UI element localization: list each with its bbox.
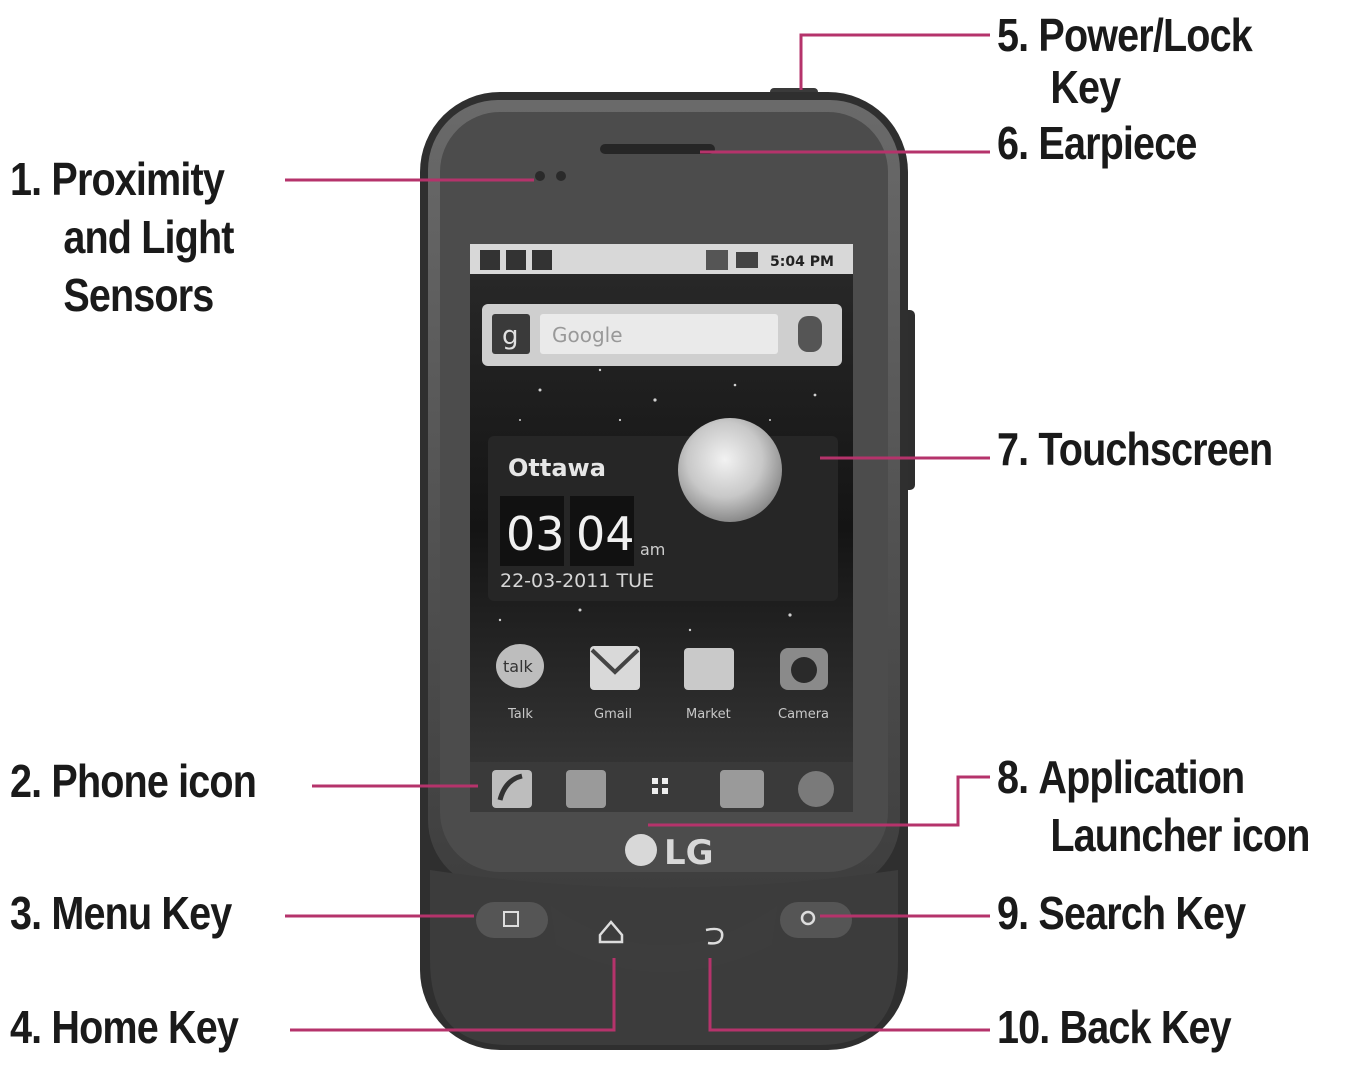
browser-icon bbox=[798, 771, 834, 807]
callout-10-text: Back Key bbox=[1059, 1001, 1232, 1053]
home-back-key-bar bbox=[550, 905, 778, 973]
clock-hour: 03 bbox=[506, 507, 565, 561]
callout-9-number: 9. bbox=[997, 887, 1029, 939]
google-logo-icon bbox=[492, 314, 530, 354]
callout-1: 1. Proximity and Light Sensors bbox=[10, 150, 234, 324]
voice-search-icon bbox=[798, 316, 822, 352]
callout-10: 10. Back Key bbox=[997, 998, 1232, 1056]
leader-line-4 bbox=[290, 958, 616, 1032]
google-logo-letter: g bbox=[502, 321, 519, 351]
callout-4-number: 4. bbox=[10, 1001, 42, 1053]
camera-lens-icon bbox=[791, 657, 817, 683]
talk-icon bbox=[496, 644, 544, 688]
battery-icon bbox=[736, 252, 758, 268]
leader-line-8 bbox=[648, 775, 990, 827]
callout-8: 8. Application Launcher icon bbox=[997, 748, 1310, 864]
callout-10-number: 10. bbox=[997, 1001, 1050, 1053]
callout-6-text: Earpiece bbox=[1038, 117, 1197, 169]
gmail-envelope-icon bbox=[590, 648, 640, 675]
weather-date: 22-03-2011 TUE bbox=[500, 570, 654, 592]
leader-line-10 bbox=[708, 958, 990, 1032]
phone-handset-icon bbox=[497, 773, 523, 801]
star-field bbox=[498, 368, 817, 632]
signal-icon bbox=[706, 250, 728, 270]
menu-key bbox=[476, 902, 548, 938]
callout-9: 9. Search Key bbox=[997, 884, 1246, 942]
callout-1-line-2: and Light bbox=[63, 211, 234, 263]
lg-logo-icon bbox=[625, 834, 657, 866]
callout-1-line-3: Sensors bbox=[63, 269, 214, 321]
light-sensor bbox=[556, 171, 566, 181]
callout-2-number: 2. bbox=[10, 755, 42, 807]
back-key-icon bbox=[705, 927, 724, 945]
callout-6-number: 6. bbox=[997, 117, 1029, 169]
proximity-sensor bbox=[535, 171, 545, 181]
messaging-icon bbox=[720, 770, 764, 808]
market-icon bbox=[684, 648, 734, 690]
search-input bbox=[540, 314, 778, 354]
callout-5-number: 5. bbox=[997, 9, 1029, 61]
brand-logo: LG bbox=[664, 833, 714, 873]
moon-icon bbox=[678, 418, 782, 522]
callout-7-number: 7. bbox=[997, 423, 1029, 475]
talk-icon-label: talk bbox=[503, 657, 534, 676]
callout-7: 7. Touchscreen bbox=[997, 420, 1273, 478]
phone-app-icon bbox=[492, 770, 532, 808]
weather-city: Ottawa bbox=[508, 454, 606, 482]
callout-8-line-2: Launcher icon bbox=[1050, 809, 1310, 861]
callout-3: 3. Menu Key bbox=[10, 884, 232, 942]
home-key-icon bbox=[598, 920, 624, 944]
callout-5: 5. Power/Lock Key bbox=[997, 6, 1253, 113]
menu-key-icon bbox=[503, 911, 519, 927]
app-launcher-icon bbox=[652, 778, 668, 794]
callout-9-text: Search Key bbox=[1038, 887, 1246, 939]
callout-2: 2. Phone icon bbox=[10, 752, 257, 810]
clock-minute-box bbox=[570, 496, 634, 566]
earpiece bbox=[600, 144, 715, 154]
clock-ampm: am bbox=[640, 540, 665, 559]
status-time: 5:04 PM bbox=[770, 254, 834, 270]
callout-3-text: Menu Key bbox=[51, 887, 232, 939]
app-label-camera: Camera bbox=[778, 707, 829, 722]
callout-8-number: 8. bbox=[997, 751, 1029, 803]
callout-5-line-1: Power/Lock bbox=[1038, 9, 1252, 61]
app-label-talk: Talk bbox=[507, 707, 533, 722]
leader-line-5 bbox=[799, 33, 990, 90]
clock-hour-box bbox=[500, 496, 564, 566]
callout-4: 4. Home Key bbox=[10, 998, 239, 1056]
search-key-icon bbox=[800, 910, 816, 926]
dock bbox=[470, 762, 853, 812]
contacts-icon bbox=[566, 770, 606, 808]
callout-1-number: 1. bbox=[10, 153, 42, 205]
callout-5-line-2: Key bbox=[1050, 61, 1121, 113]
leader-lines bbox=[285, 33, 990, 1032]
gmail-icon bbox=[590, 646, 640, 690]
callout-1-line-1: Proximity bbox=[51, 153, 224, 205]
app-label-gmail: Gmail bbox=[594, 707, 632, 722]
callout-8-line-1: Application bbox=[1038, 751, 1245, 803]
clock-minute: 04 bbox=[576, 507, 635, 561]
callout-2-text: Phone icon bbox=[51, 755, 257, 807]
search-key bbox=[780, 902, 852, 938]
callout-6: 6. Earpiece bbox=[997, 114, 1197, 172]
status-icon-android bbox=[532, 250, 552, 270]
status-icon-email bbox=[506, 250, 526, 270]
callout-4-text: Home Key bbox=[51, 1001, 239, 1053]
callout-3-number: 3. bbox=[10, 887, 42, 939]
callout-7-text: Touchscreen bbox=[1038, 423, 1273, 475]
app-row: talk Talk Gmail Market Camera bbox=[496, 644, 829, 722]
status-icon-notification bbox=[480, 250, 500, 270]
search-placeholder: Google bbox=[552, 323, 623, 347]
app-label-market: Market bbox=[686, 707, 731, 722]
